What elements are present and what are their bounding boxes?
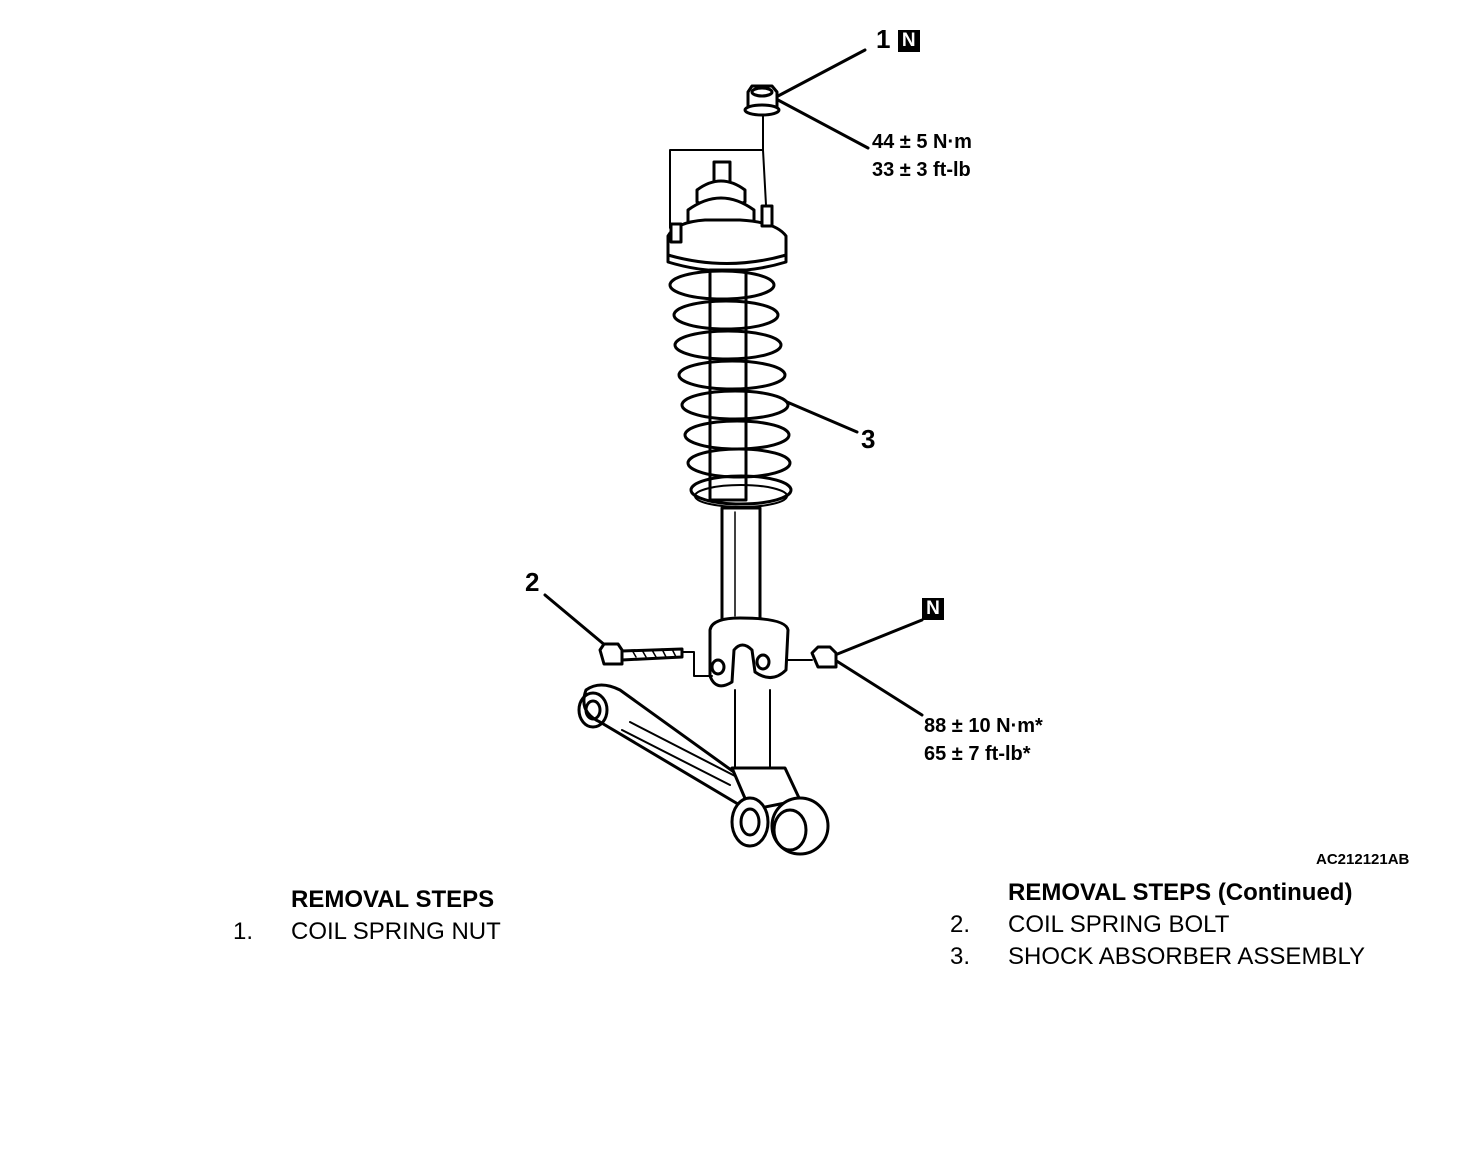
- removal-steps-heading: REMOVAL STEPS: [291, 886, 495, 913]
- list-item: 2. COIL SPRING BOLT: [950, 909, 1365, 941]
- coil-spring-bolt: [598, 642, 713, 677]
- step-number: 1.: [233, 918, 254, 945]
- leader-line-3: [785, 400, 859, 434]
- torque-top-ftlb: 33 ± 3 ft-lb: [872, 159, 971, 181]
- callout-3: 3: [861, 424, 876, 454]
- callout-1-n-badge: N: [897, 30, 920, 53]
- callout-1-number: 1: [876, 24, 891, 54]
- step-number: 2.: [950, 911, 971, 938]
- leader-line-n-nut: [833, 618, 924, 657]
- leader-line-2: [543, 593, 608, 648]
- figure-code: AC212121AB: [1316, 851, 1410, 868]
- removal-steps-left: REMOVAL STEPS 1. COIL SPRING NUT: [233, 884, 501, 948]
- callout-1: 1 N: [876, 24, 920, 55]
- torque-lower-nm: 88 ± 10 N·m*: [924, 715, 1043, 737]
- leader-line-1: [776, 48, 867, 98]
- lower-nut: [785, 645, 838, 669]
- torque-top-nut: 44 ± 5 N·m 33 ± 3 ft-lb: [872, 128, 972, 184]
- torque-lower-nut: 88 ± 10 N·m* 65 ± 7 ft-lb*: [924, 712, 1043, 768]
- leader-line-torque-lower: [833, 658, 924, 717]
- torque-lower-ftlb: 65 ± 7 ft-lb*: [924, 743, 1031, 765]
- step-text: SHOCK ABSORBER ASSEMBLY: [1008, 943, 1366, 970]
- shock-body: [720, 506, 762, 622]
- callout-2: 2: [525, 567, 540, 597]
- coil-spring: [668, 269, 793, 508]
- callout-n-lower: N: [922, 598, 944, 620]
- torque-top-nm: 44 ± 5 N·m: [872, 131, 972, 153]
- strut-top-mount: [666, 160, 788, 273]
- step-text: COIL SPRING NUT: [291, 918, 501, 945]
- list-item: 1. COIL SPRING NUT: [233, 916, 501, 948]
- list-item: 3. SHOCK ABSORBER ASSEMBLY: [950, 941, 1365, 973]
- lower-nut-n-badge: N: [922, 598, 944, 620]
- removal-steps-right: REMOVAL STEPS (Continued) 2. COIL SPRING…: [950, 877, 1365, 973]
- shock-rod: [708, 268, 748, 502]
- shock-lower-fork: [708, 616, 790, 688]
- step-text: COIL SPRING BOLT: [1008, 911, 1230, 938]
- step-number: 3.: [950, 943, 971, 970]
- lower-arm: [577, 683, 830, 856]
- leader-line-torque-top: [776, 98, 870, 150]
- coil-spring-nut: [743, 84, 781, 117]
- removal-steps-continued-heading: REMOVAL STEPS (Continued): [1008, 879, 1353, 906]
